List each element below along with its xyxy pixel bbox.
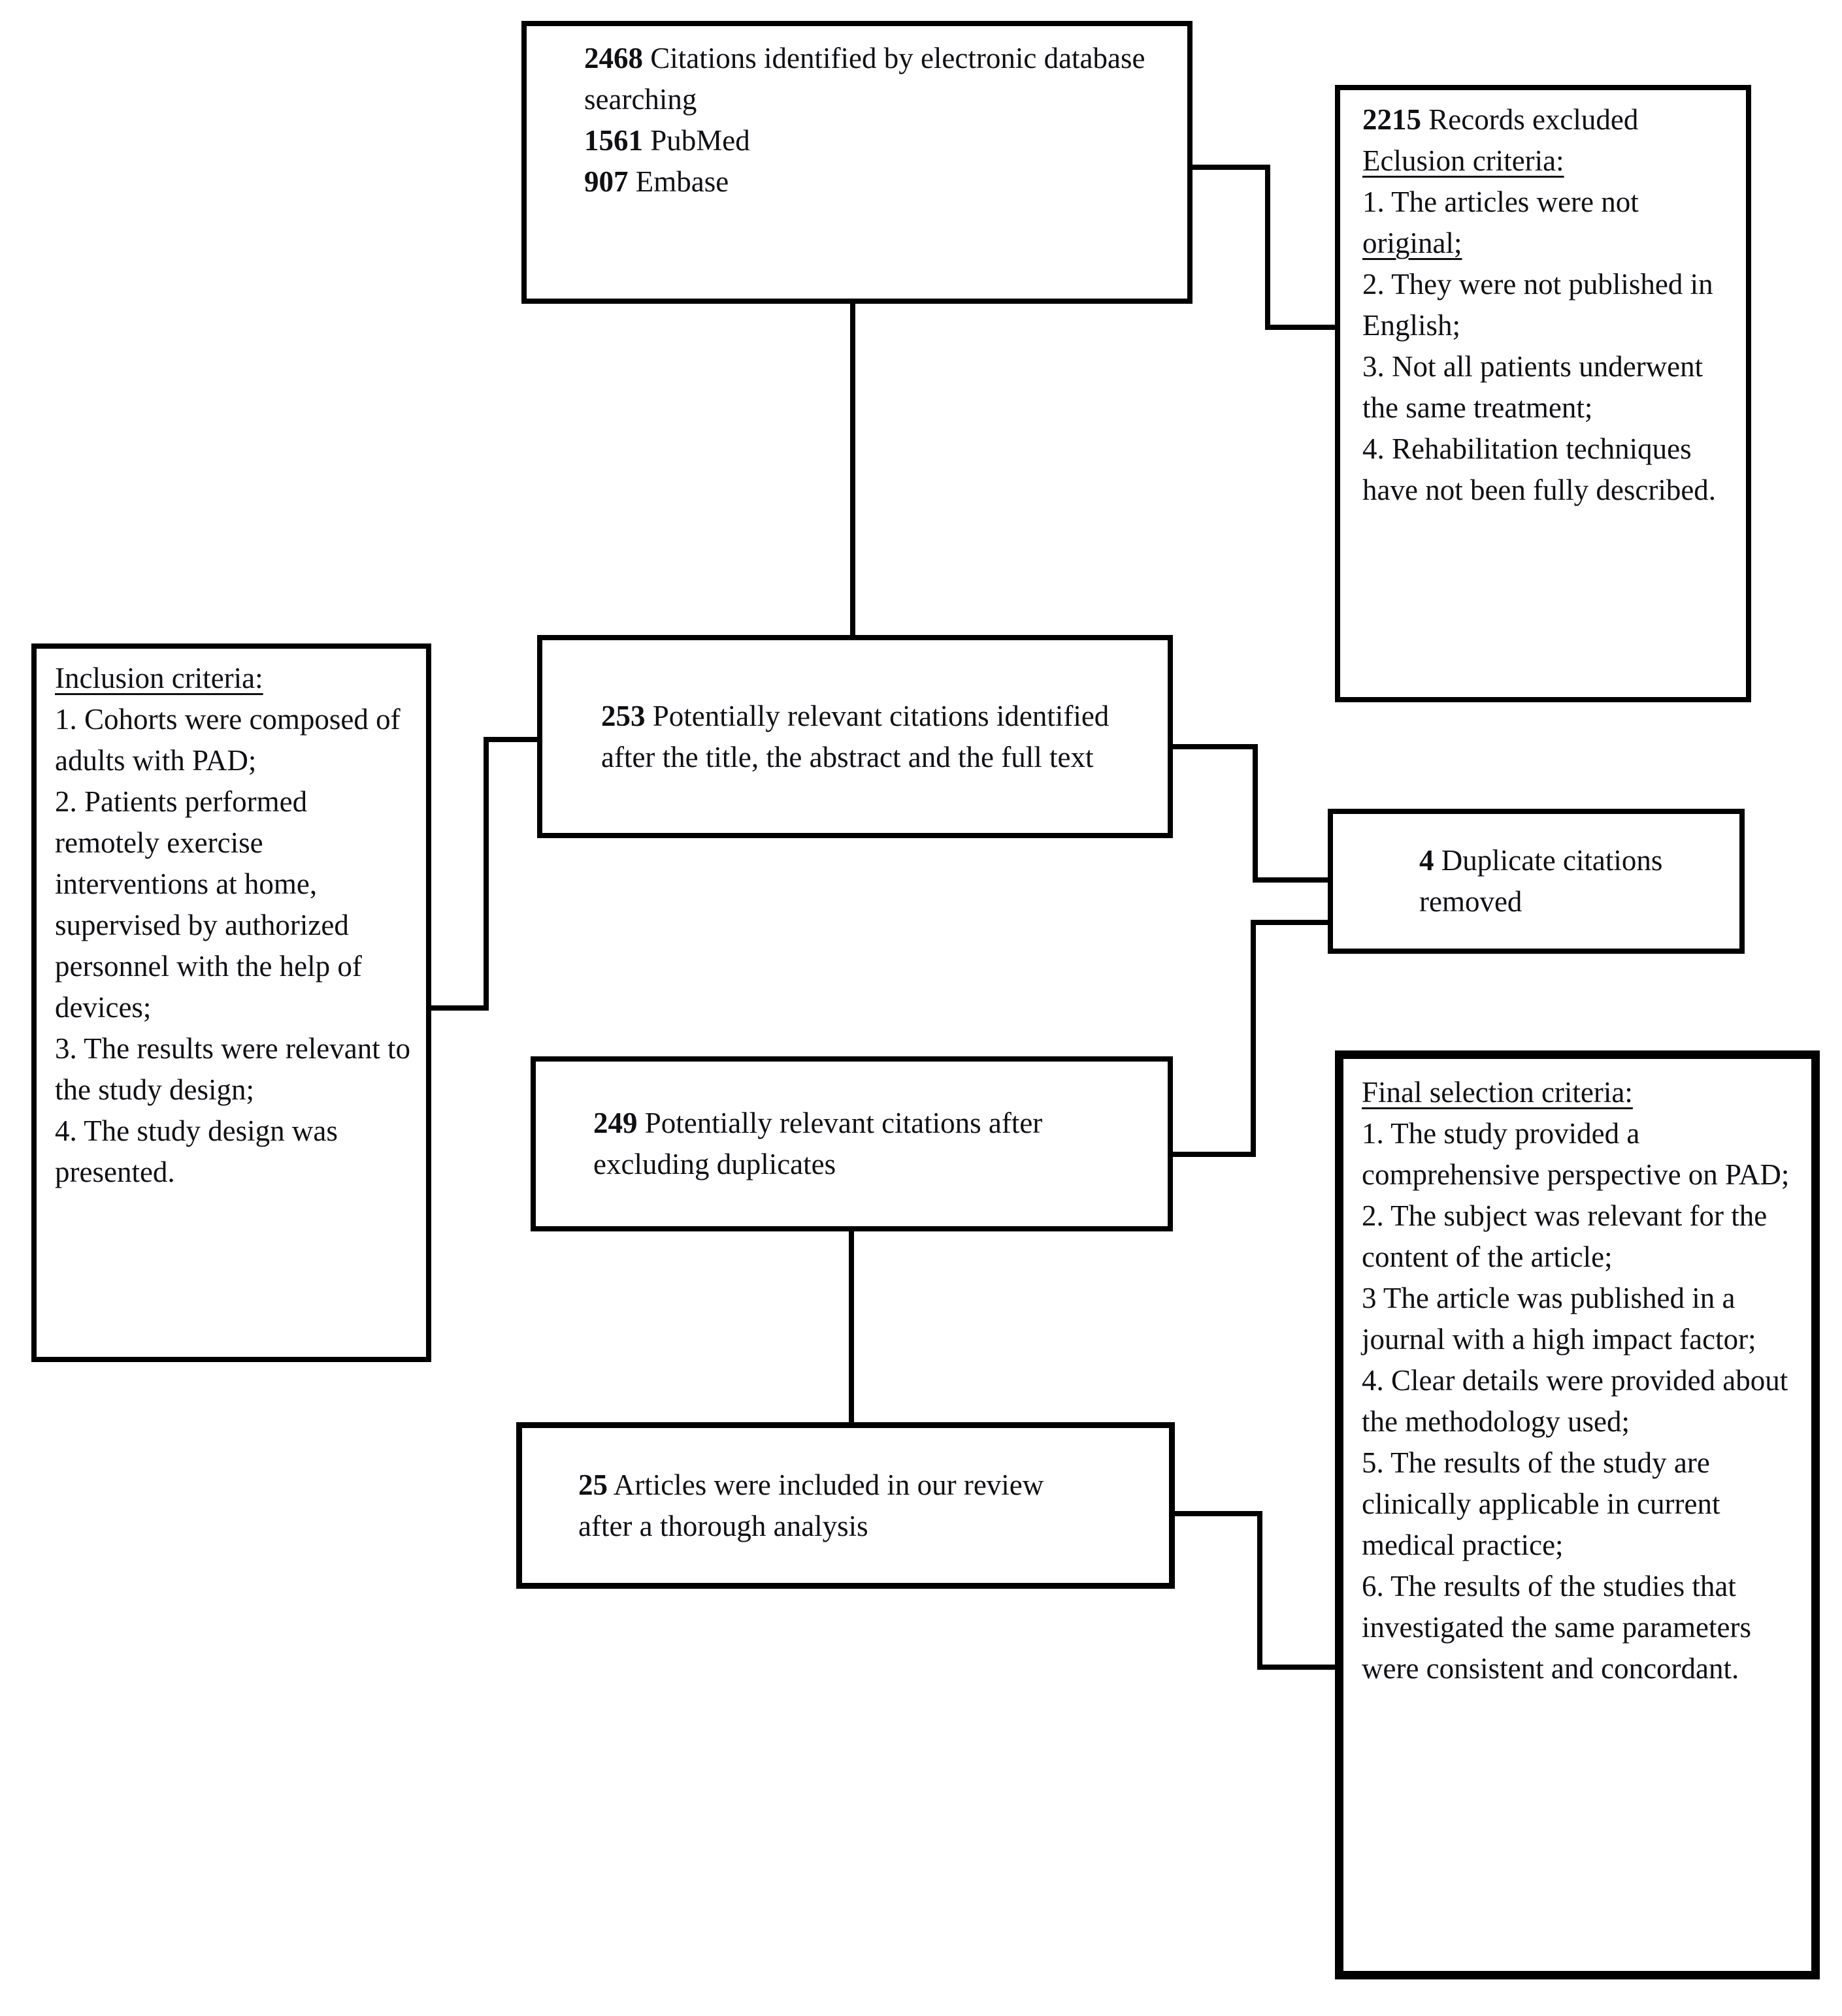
final-criterion-4: 4. Clear details were provided about the… (1362, 1364, 1788, 1438)
inclusion-criterion-1: 1. Cohorts were composed of adults with … (55, 703, 401, 777)
box-potentially-relevant-253: 253 Potentially relevant citations ident… (537, 635, 1173, 838)
included-text: 25 Articles were included in our review … (578, 1465, 1077, 1547)
included-count: 25 (578, 1468, 608, 1501)
deduplicated-count: 249 (593, 1107, 638, 1139)
connector-included-to-final-h2 (1257, 1665, 1337, 1670)
box-records-excluded: 2215 Records excluded Eclusion criteria:… (1335, 85, 1751, 702)
exclusion-criteria-title: Eclusion criteria: (1362, 140, 1733, 182)
connector-included-to-final-h1 (1174, 1511, 1262, 1516)
box-citations-identified: 2468 Citations identified by electronic … (521, 21, 1192, 304)
connector-deduplicated-to-included (849, 1229, 854, 1425)
connector-duplicates-to-deduplicated-h1 (1251, 920, 1330, 925)
exclusion-criteria-title-text: Eclusion criteria: (1362, 144, 1564, 177)
screened-count: 253 (601, 699, 646, 732)
connector-duplicates-to-deduplicated-h2 (1172, 1152, 1256, 1157)
duplicates-text: 4 Duplicate citations removed (1419, 840, 1687, 922)
final-criteria-title: Final selection criteria: (1362, 1072, 1795, 1113)
embase-label: Embase (635, 165, 729, 198)
pubmed-count: 1561 (584, 124, 643, 157)
screened-label: Potentially relevant citations identifie… (601, 699, 1110, 773)
citations-label: Citations identified by electronic datab… (584, 42, 1145, 116)
final-criterion-2: 2. The subject was relevant for the cont… (1362, 1199, 1768, 1273)
connector-identification-to-screened (850, 301, 855, 638)
box-final-selection-criteria: Final selection criteria: 1. The study p… (1335, 1050, 1820, 1979)
pubmed-label: PubMed (650, 124, 750, 157)
screened-text: 253 Potentially relevant citations ident… (601, 696, 1155, 778)
connector-screened-to-duplicates-h1 (1172, 744, 1258, 749)
exclusion-criterion-1-underlined: original; (1362, 227, 1462, 259)
excluded-count: 2215 (1362, 103, 1421, 136)
inclusion-criteria-title: Inclusion criteria: (55, 658, 412, 699)
final-criteria-title-text: Final selection criteria: (1362, 1076, 1633, 1109)
exclusion-criterion-2: 2. They were not published in English; (1362, 268, 1713, 342)
citations-identified-text: 2468 Citations identified by electronic … (584, 38, 1161, 120)
final-criterion-1: 1. The study provided a comprehensive pe… (1362, 1117, 1790, 1191)
connector-inclusion-to-screened-h1 (430, 1005, 489, 1011)
excluded-header: 2215 Records excluded (1362, 99, 1733, 140)
box-duplicates-removed: 4 Duplicate citations removed (1328, 809, 1745, 954)
citations-count: 2468 (584, 42, 643, 74)
connector-inclusion-to-screened-h2 (484, 737, 539, 742)
final-criterion-6: 6. The results of the studies that inves… (1362, 1570, 1752, 1685)
exclusion-criterion-3: 3. Not all patients underwent the same t… (1362, 350, 1703, 424)
box-potentially-relevant-249: 249 Potentially relevant citations after… (531, 1056, 1173, 1231)
connector-inclusion-to-screened-v (484, 737, 489, 1011)
exclusion-criterion-1: 1. The articles were not original; (1362, 182, 1733, 264)
connector-duplicates-to-deduplicated-v (1251, 920, 1256, 1157)
connector-screened-to-duplicates-v (1253, 744, 1258, 883)
deduplicated-text: 249 Potentially relevant citations after… (593, 1103, 1128, 1185)
embase-count-text: 907 Embase (584, 161, 1161, 203)
connector-identification-to-excluded-h2 (1265, 325, 1337, 330)
connector-screened-to-duplicates-h2 (1253, 877, 1330, 883)
excluded-label: Records excluded (1428, 103, 1639, 136)
duplicates-count: 4 (1419, 844, 1434, 877)
embase-count: 907 (584, 165, 629, 198)
final-criterion-5: 5. The results of the study are clinical… (1362, 1446, 1720, 1561)
pubmed-count-text: 1561 PubMed (584, 120, 1161, 161)
box-articles-included: 25 Articles were included in our review … (516, 1422, 1175, 1589)
connector-identification-to-excluded-h1 (1191, 165, 1270, 170)
exclusion-criterion-1-prefix: 1. The articles were not (1362, 186, 1639, 218)
connector-identification-to-excluded-v (1265, 165, 1270, 330)
inclusion-criterion-4: 4. The study design was presented. (55, 1114, 338, 1188)
connector-included-to-final-v (1257, 1511, 1262, 1670)
deduplicated-label: Potentially relevant citations after exc… (593, 1107, 1043, 1180)
final-criterion-3: 3 The article was published in a journal… (1362, 1282, 1756, 1356)
inclusion-criterion-2: 2. Patients performed remotely exercise … (55, 785, 362, 1024)
inclusion-criterion-3: 3. The results were relevant to the stud… (55, 1032, 410, 1106)
included-label: Articles were included in our review aft… (578, 1468, 1044, 1542)
exclusion-criterion-4: 4. Rehabilitation techniques have not be… (1362, 432, 1717, 506)
inclusion-criteria-title-text: Inclusion criteria: (55, 662, 263, 694)
duplicates-label: Duplicate citations removed (1419, 844, 1663, 918)
box-inclusion-criteria: Inclusion criteria: 1. Cohorts were comp… (31, 643, 431, 1362)
